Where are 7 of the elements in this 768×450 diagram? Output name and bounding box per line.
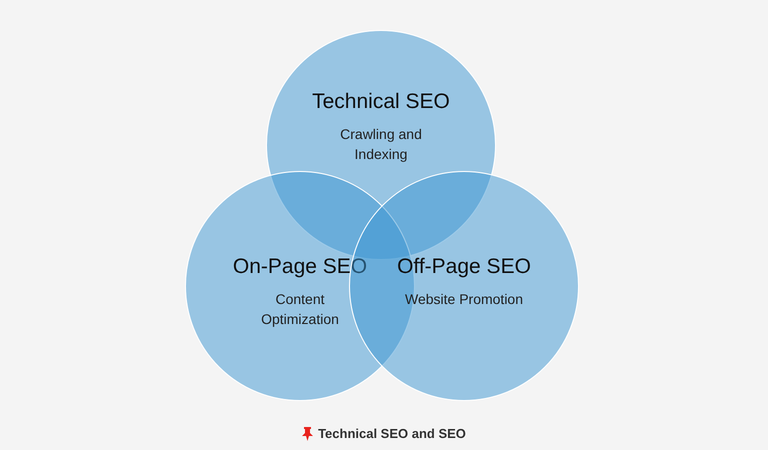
circle-title: Off-Page SEO (397, 254, 531, 280)
circle-title: Technical SEO (312, 89, 450, 115)
circle-subtitle: Content Optimization (260, 290, 340, 329)
circle-subtitle: Crawling and Indexing (339, 125, 423, 164)
caption: Technical SEO and SEO (318, 425, 466, 443)
circle-subtitle: Website Promotion (404, 290, 524, 310)
circle-title: On-Page SEO (232, 254, 368, 280)
